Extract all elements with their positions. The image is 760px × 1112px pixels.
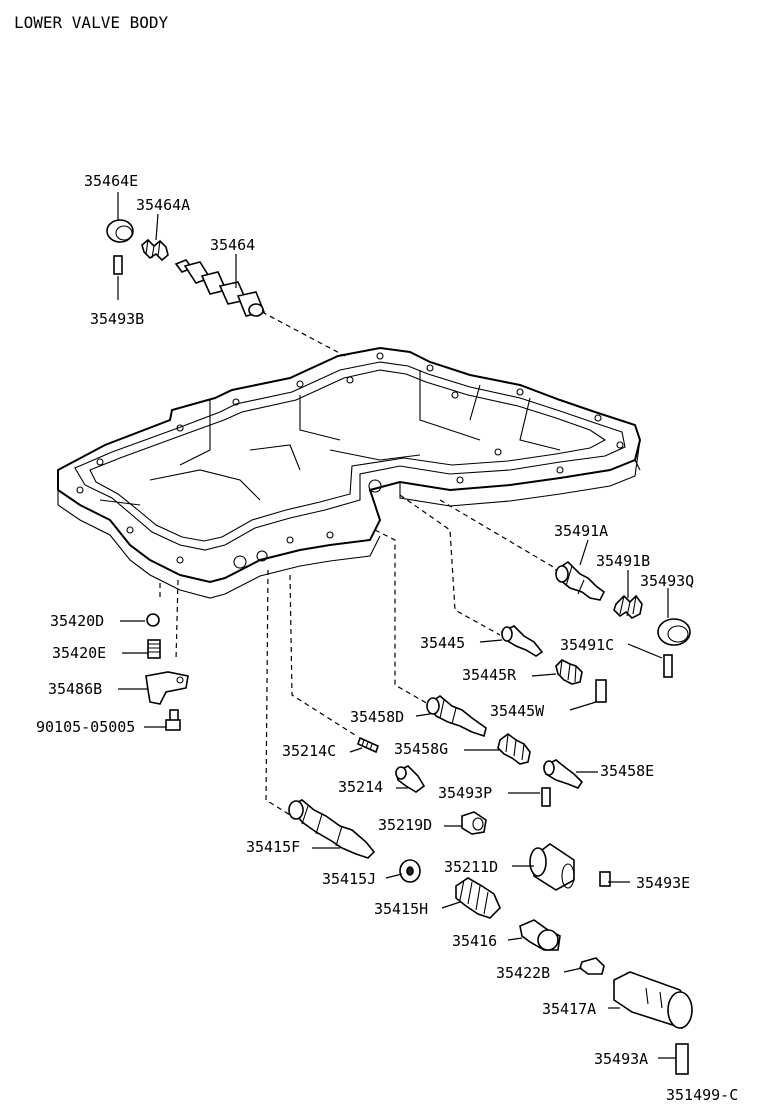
- label-35491c: 35491C: [560, 636, 614, 654]
- plug-35493q: [657, 618, 691, 646]
- diagram-title: LOWER VALVE BODY: [14, 13, 168, 32]
- casting-bolt-holes: [76, 352, 624, 569]
- retainer-35493b: [113, 255, 123, 275]
- valve-35464: [174, 259, 266, 317]
- valve-35491a: [555, 560, 606, 601]
- label-35214: 35214: [338, 778, 383, 796]
- plug-35219d: [461, 811, 487, 835]
- label-35491a: 35491A: [554, 522, 608, 540]
- label-35464a: 35464A: [136, 196, 190, 214]
- bracket-35486b: [145, 671, 189, 705]
- valve-35458e: [543, 759, 584, 789]
- pin-35493p: [541, 787, 551, 807]
- bolt-90105-05005: [165, 709, 181, 731]
- valve-35458d: [426, 695, 487, 738]
- pin-35491c: [663, 654, 673, 678]
- label-35493b: 35493B: [90, 310, 144, 328]
- label-35415f: 35415F: [246, 838, 300, 856]
- label-90105-05005: 90105-05005: [36, 718, 135, 736]
- valve-35415f: [288, 799, 376, 859]
- part-labels: 35464E 35464A 35464 35493B 35491A 35491B…: [36, 172, 694, 1068]
- sleeve-35211d: [529, 843, 575, 891]
- label-35491b: 35491B: [596, 552, 650, 570]
- label-35458e: 35458E: [600, 762, 654, 780]
- label-35445: 35445: [420, 634, 465, 652]
- label-35458g: 35458G: [394, 740, 448, 758]
- valve-35445: [500, 625, 544, 657]
- label-35415j: 35415J: [322, 870, 376, 888]
- label-35464: 35464: [210, 236, 255, 254]
- washer-35415j: [399, 859, 421, 883]
- spring-35420e: [147, 639, 161, 659]
- label-35417a: 35417A: [542, 1000, 596, 1018]
- plug-35464e: [106, 219, 134, 243]
- label-35493e: 35493E: [636, 874, 690, 892]
- plug-35214: [395, 765, 426, 793]
- spring-35458g: [497, 733, 531, 765]
- leader-lines: [117, 192, 676, 1059]
- label-35422b: 35422B: [496, 964, 550, 982]
- ball-35420d: [146, 613, 160, 627]
- label-35458d: 35458D: [350, 708, 404, 726]
- label-35493q: 35493Q: [640, 572, 694, 590]
- label-35211d: 35211D: [444, 858, 498, 876]
- spring-35415h: [455, 877, 501, 919]
- label-35219d: 35219D: [378, 816, 432, 834]
- label-35214c: 35214C: [282, 742, 336, 760]
- assembly-guide-lines: [159, 311, 556, 816]
- label-35445w: 35445W: [490, 702, 545, 720]
- figure-code: 351499-C: [666, 1086, 738, 1104]
- spring-35445r: [555, 659, 583, 685]
- label-35464e: 35464E: [84, 172, 138, 190]
- sleeve-35417a: [613, 971, 693, 1029]
- label-35493a: 35493A: [594, 1050, 648, 1068]
- spring-35214c: [357, 736, 379, 754]
- valve-body-casting: [57, 346, 642, 599]
- label-35420d: 35420D: [50, 612, 104, 630]
- label-35493p: 35493P: [438, 784, 492, 802]
- pin-35493e: [599, 871, 611, 887]
- spring-35491b: [613, 594, 643, 619]
- pin-35422b: [579, 957, 605, 975]
- label-35486b: 35486B: [48, 680, 102, 698]
- plug-35416: [519, 919, 561, 951]
- label-35420e: 35420E: [52, 644, 106, 662]
- pin-35445w: [595, 679, 607, 703]
- spring-35464a: [141, 238, 169, 262]
- label-35445r: 35445R: [462, 666, 517, 684]
- label-35416: 35416: [452, 932, 497, 950]
- label-35415h: 35415H: [374, 900, 428, 918]
- retainer-35493a: [675, 1043, 689, 1075]
